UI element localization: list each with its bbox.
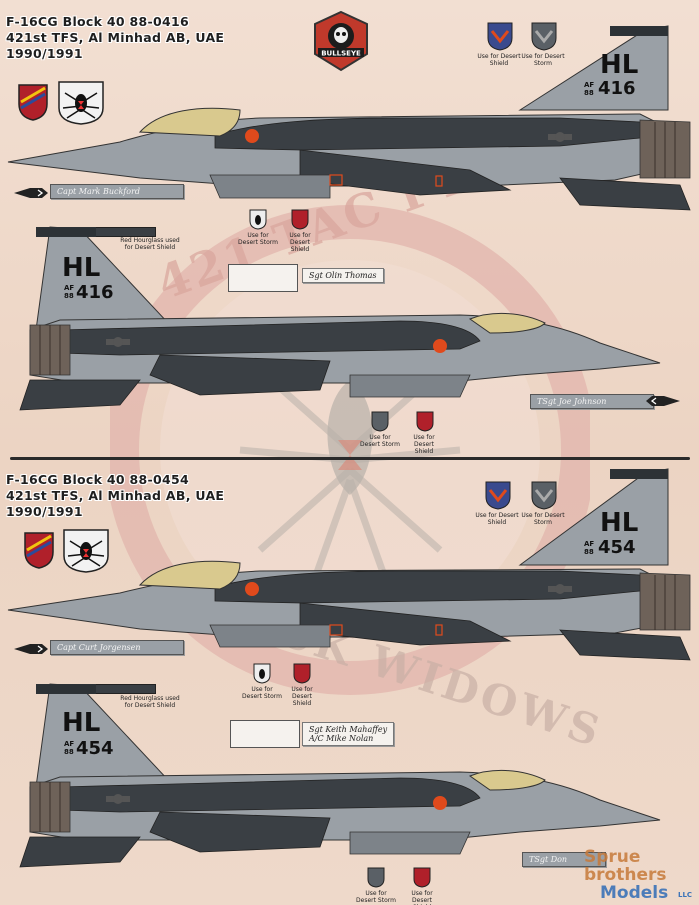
- crew-name-2: Sgt Keith Mahaffey A/C Mike Nolan: [302, 722, 395, 746]
- note-desert-storm-1b: Use for Desert Storm: [238, 232, 278, 246]
- mini-tac-gray-2-icon: [367, 867, 385, 888]
- crew-name-2a: Sgt Keith Mahaffey: [309, 725, 388, 734]
- note-desert-shield-2c: Use for Desert Shield: [411, 890, 433, 905]
- section-separator: [10, 457, 690, 460]
- aircraft-4-tail-yr: 88: [64, 748, 74, 756]
- kill-marking-2-icon: [14, 644, 48, 654]
- crew-name-2c: TSgt Don: [522, 852, 606, 867]
- note-desert-storm-1: Use for Desert Storm: [521, 53, 565, 67]
- pilot-name-2: Capt Curt Jorgensen: [50, 640, 184, 655]
- aircraft-3-tail-af: AF: [584, 540, 595, 548]
- wing-patch-icon: [18, 84, 48, 121]
- note-desert-storm-2: Use for Desert Storm: [521, 512, 565, 526]
- note-desert-storm-1c: Use for Desert Storm: [360, 434, 400, 448]
- crew-name-2b: A/C Mike Nolan: [309, 734, 374, 743]
- aircraft-4-tail-code: HL: [62, 708, 101, 738]
- aircraft-3-tail-yr: 88: [584, 548, 594, 556]
- mini-wing-badge-3-icon: [293, 663, 311, 684]
- pilot-name-1: Capt Mark Buckford: [50, 184, 184, 199]
- note-desert-shield-1: Use for Desert Shield: [477, 53, 521, 67]
- black-widow-patch-2-icon: [63, 529, 109, 573]
- aircraft-4-tail-serial: 454: [76, 738, 114, 759]
- aircraft-2-right-profile: [19, 226, 661, 411]
- kill-marking-icon: [14, 188, 48, 198]
- note-desert-storm-2b: Use for Desert Storm: [242, 686, 282, 700]
- brand-suffix: LLC: [678, 891, 693, 899]
- brand-logo: Sprue brothers Models LLC: [574, 845, 699, 905]
- note-desert-shield-2b: Use for Desert Shield: [291, 686, 313, 707]
- section2-header: F-16CG Block 40 88-0454 421st TFS, Al Mi…: [6, 472, 224, 520]
- brand-line1: Sprue: [584, 847, 641, 867]
- aircraft-1-left-profile: [7, 25, 691, 211]
- crew-name-1b: TSgt Joe Johnson: [530, 394, 654, 409]
- tac-badge-2-icon: [485, 481, 511, 510]
- aircraft-4-tail-af: AF: [64, 740, 75, 748]
- intake-decal-2: [230, 720, 300, 748]
- section1-header: F-16CG Block 40 88-0416 421st TFS, Al Mi…: [6, 14, 224, 62]
- aircraft-1-tail-af: AF: [584, 81, 595, 89]
- aircraft-1-tail-yr: 88: [584, 89, 594, 97]
- section2-unit: 421st TFS, Al Minhad AB, UAE: [6, 488, 225, 503]
- mini-widow-badge-2-icon: [253, 663, 271, 684]
- mini-tac-gray-icon: [371, 411, 389, 432]
- aircraft-1-tail-code: HL: [600, 50, 639, 80]
- section1-title: F-16CG Block 40 88-0416: [6, 14, 190, 29]
- aircraft-3-tail-serial: 454: [598, 537, 636, 558]
- note-desert-shield-2: Use for Desert Shield: [475, 512, 519, 526]
- tac-badge-gray-icon: [531, 22, 557, 51]
- tac-badge-gray-2-icon: [531, 481, 557, 510]
- mini-wing-badge2-icon: [416, 411, 434, 432]
- bullseye-badge-label: BULLSEYE: [321, 50, 361, 58]
- aircraft-2-tail-af: AF: [64, 284, 75, 292]
- aircraft-2-tail-yr: 88: [64, 292, 74, 300]
- aircraft-1-tail-serial: 416: [598, 78, 636, 99]
- aircraft-3-left-profile: [7, 468, 691, 661]
- crew-name-1: Sgt Olin Thomas: [302, 268, 384, 283]
- section1-years: 1990/1991: [6, 46, 83, 61]
- section1-unit: 421st TFS, Al Minhad AB, UAE: [6, 30, 225, 45]
- note-desert-shield-1b: Use for Desert Shield: [289, 232, 311, 253]
- aircraft-2-tail-code: HL: [62, 253, 101, 283]
- bullseye-badge-icon: BULLSEYE: [314, 10, 368, 72]
- mini-wing-badge-4-icon: [413, 867, 431, 888]
- section2-title: F-16CG Block 40 88-0454: [6, 472, 190, 487]
- mini-wing-badge-icon: [291, 209, 309, 230]
- wing-patch-2-icon: [24, 532, 54, 569]
- tac-badge-icon: [487, 22, 513, 51]
- mini-widow-badge-icon: [249, 209, 267, 230]
- intake-decal: [228, 264, 298, 292]
- note-desert-shield-1c: Use for Desert Shield: [413, 434, 435, 455]
- aircraft-2-tail-serial: 416: [76, 282, 114, 303]
- brand-line3: Models: [600, 883, 669, 903]
- note-desert-storm-2c: Use for Desert Storm: [356, 890, 396, 904]
- black-widow-patch-icon: [58, 81, 104, 125]
- note-hourglass-2: Red Hourglass used for Desert Shield: [120, 695, 180, 709]
- note-hourglass-1: Red Hourglass used for Desert Shield: [120, 237, 180, 251]
- brand-line2: brothers: [584, 865, 667, 885]
- kill-marking-right-icon: [646, 396, 680, 406]
- aircraft-3-tail-code: HL: [600, 508, 639, 538]
- aircraft-4-right-profile: [19, 683, 661, 868]
- section2-years: 1990/1991: [6, 504, 83, 519]
